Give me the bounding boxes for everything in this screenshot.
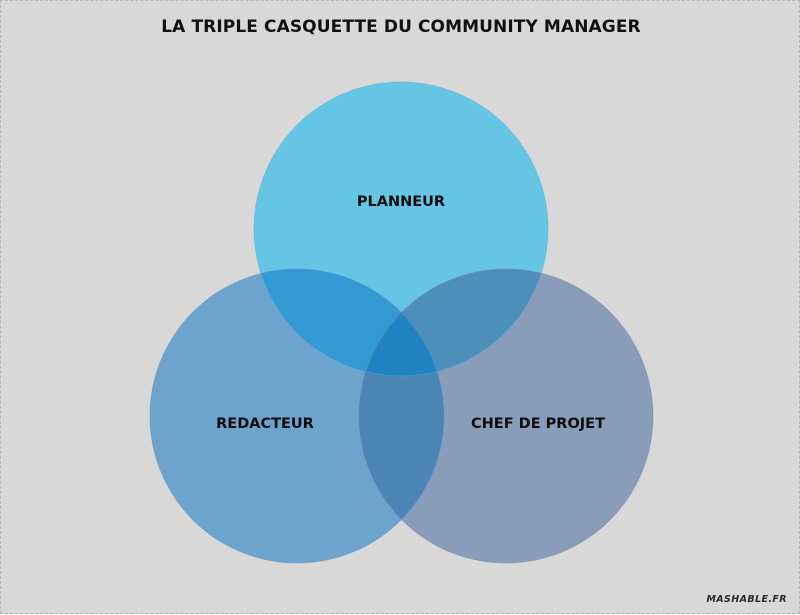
label-redacteur: REDACTEUR bbox=[216, 416, 314, 432]
label-planneur: PLANNEUR bbox=[357, 194, 445, 210]
diagram-title: LA TRIPLE CASQUETTE DU COMMUNITY MANAGER bbox=[161, 17, 641, 37]
circle-redacteur-outline bbox=[149, 268, 445, 564]
overlap-planneur-chef-de-projet bbox=[359, 269, 548, 376]
overlap-planneur-redacteur bbox=[254, 269, 444, 376]
watermark-text: MASHABLE.FR bbox=[706, 594, 787, 605]
label-chef-de-projet: CHEF DE PROJET bbox=[471, 416, 605, 432]
circle-planneur-outline bbox=[253, 81, 549, 377]
circle-chef-de-projet-outline bbox=[358, 268, 654, 564]
